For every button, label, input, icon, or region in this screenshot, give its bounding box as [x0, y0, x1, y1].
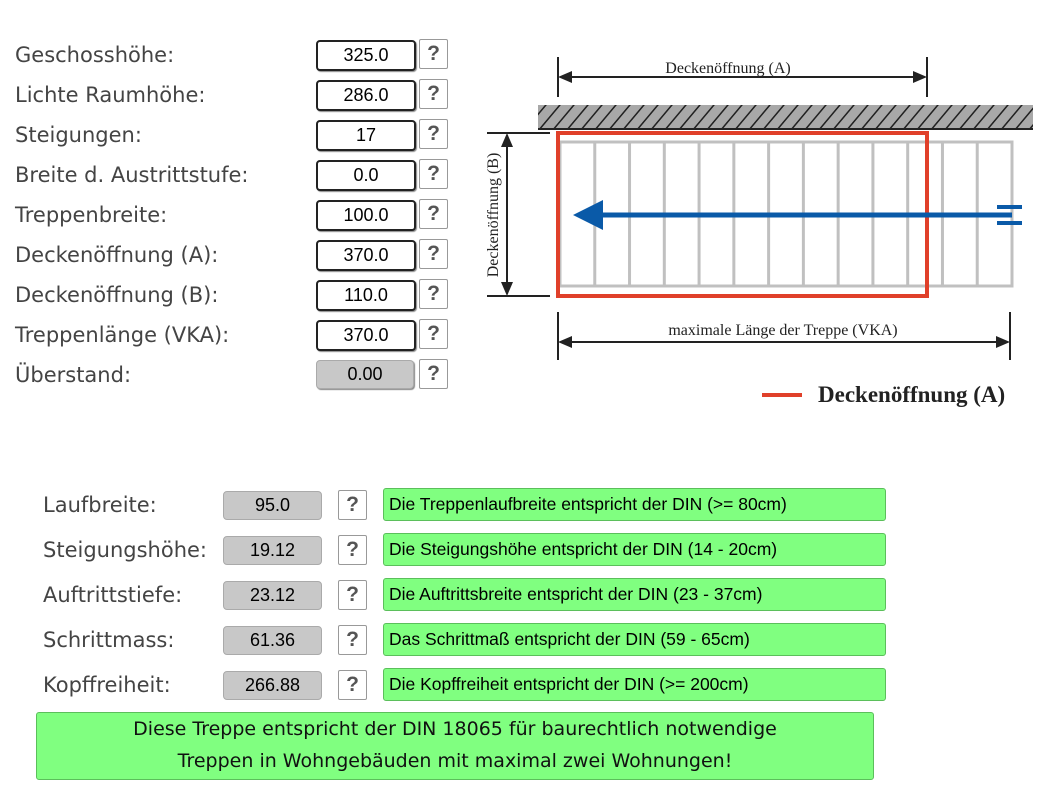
result-label: Schrittmass: [43, 628, 175, 652]
value-input[interactable]: 286.0 [316, 80, 416, 111]
dimension-b-label: Deckenöffnung (B) [485, 153, 502, 278]
value-input[interactable]: 370.0 [316, 240, 416, 271]
input-label: Geschosshöhe: [15, 43, 175, 67]
help-button[interactable]: ? [419, 279, 448, 309]
input-label: Breite d. Austrittstufe: [15, 163, 249, 187]
input-label: Treppenlänge (VKA): [15, 323, 230, 347]
input-label: Steigungen: [15, 123, 142, 147]
dimension-vka-label: maximale Länge der Treppe (VKA) [668, 322, 897, 339]
value-input[interactable]: 325.0 [316, 40, 416, 71]
help-button[interactable]: ? [419, 239, 448, 269]
dimension-b: Deckenöffnung (B) [485, 132, 550, 297]
result-value: 266.88 [223, 671, 322, 700]
din-compliance-banner: Diese Treppe entspricht der DIN 18065 fü… [36, 712, 874, 780]
stair-diagram: Deckenöffnung (A) Deckenöffnung (B) maxi… [485, 57, 1033, 407]
banner-line-1: Diese Treppe entspricht der DIN 18065 fü… [133, 718, 777, 740]
result-message: Die Steigungshöhe entspricht der DIN (14… [383, 533, 886, 566]
result-label: Kopffreiheit: [43, 673, 171, 697]
value-input[interactable]: 100.0 [316, 200, 416, 231]
legend-label: Deckenöffnung (A) [818, 382, 1005, 407]
result-value: 61.36 [223, 626, 322, 655]
help-button[interactable]: ? [419, 159, 448, 189]
value-input[interactable]: 0.0 [316, 160, 416, 191]
value-input[interactable]: 370.0 [316, 320, 416, 351]
help-button[interactable]: ? [338, 580, 367, 610]
result-label: Laufbreite: [43, 493, 157, 517]
help-button[interactable]: ? [338, 490, 367, 520]
result-label: Steigungshöhe: [43, 538, 208, 562]
help-button[interactable]: ? [419, 79, 448, 109]
help-button[interactable]: ? [338, 670, 367, 700]
value-input[interactable]: 110.0 [316, 280, 416, 311]
input-label: Treppenbreite: [15, 203, 168, 227]
help-button[interactable]: ? [419, 39, 448, 69]
result-value: 19.12 [223, 536, 322, 565]
help-button[interactable]: ? [419, 359, 448, 389]
dimension-vka: maximale Länge der Treppe (VKA) [557, 312, 1011, 360]
help-button[interactable]: ? [419, 199, 448, 229]
help-button[interactable]: ? [338, 625, 367, 655]
result-value: 23.12 [223, 581, 322, 610]
result-value: 95.0 [223, 491, 322, 520]
input-label: Überstand: [15, 363, 132, 387]
help-button[interactable]: ? [419, 119, 448, 149]
help-button[interactable]: ? [419, 319, 448, 349]
result-message: Die Kopffreiheit entspricht der DIN (>= … [383, 668, 886, 701]
dimension-a-label: Deckenöffnung (A) [665, 60, 790, 77]
input-label: Deckenöffnung (B): [15, 283, 219, 307]
help-button[interactable]: ? [338, 535, 367, 565]
value-input[interactable]: 17 [316, 120, 416, 151]
dimension-a: Deckenöffnung (A) [557, 57, 928, 97]
ceiling [538, 105, 1033, 130]
banner-line-2: Treppen in Wohngebäuden mit maximal zwei… [177, 750, 733, 772]
legend: Deckenöffnung (A) [762, 382, 1005, 407]
result-label: Auftrittstiefe: [43, 583, 183, 607]
walking-direction-arrow [573, 200, 1022, 230]
overhang-output: 0.00 [316, 360, 414, 389]
result-message: Die Auftrittsbreite entspricht der DIN (… [383, 578, 886, 611]
input-label: Lichte Raumhöhe: [15, 83, 206, 107]
result-message: Das Schrittmaß entspricht der DIN (59 - … [383, 623, 886, 656]
input-label: Deckenöffnung (A): [15, 243, 219, 267]
result-message: Die Treppenlaufbreite entspricht der DIN… [383, 488, 886, 521]
